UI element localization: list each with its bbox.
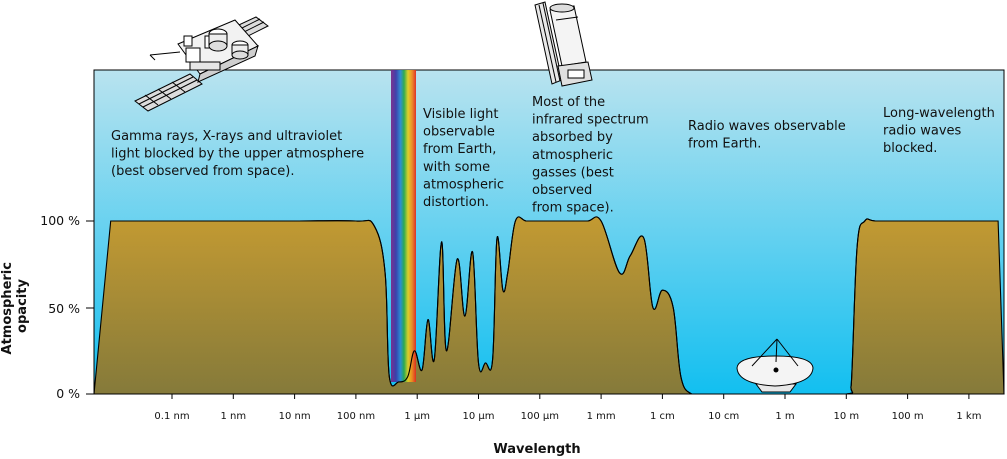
x-tick-label: 10 m	[833, 411, 859, 422]
x-tick-label: 10 nm	[279, 411, 311, 422]
x-tick-label: 1 m	[775, 411, 794, 422]
x-tick-label: 1 µm	[404, 411, 430, 422]
y-axis-title: Atmospheric opacity	[0, 258, 30, 355]
y-tick-0: 0 %	[56, 386, 80, 401]
x-tick-label: 0.1 nm	[154, 411, 189, 422]
x-tick-label: 100 nm	[337, 411, 375, 422]
x-axis-ticks: 0.1 nm 1 nm 10 nm 100 nm 1 µm 10 µm 100 µm 1 mm…	[154, 394, 981, 422]
x-tick-label: 1 mm	[587, 411, 616, 422]
x-tick-label: 100 µm	[521, 411, 559, 422]
x-tick-label: 100 m	[892, 411, 924, 422]
y-tick-100: 100 %	[40, 213, 80, 228]
x-tick-label: 10 cm	[708, 411, 739, 422]
opacity-area	[93, 216, 1005, 395]
x-tick-label: 1 nm	[220, 411, 246, 422]
y-tick-50: 50 %	[48, 301, 80, 316]
satellite-icon	[134, 16, 269, 112]
rainbow-spectrum-icon	[391, 70, 416, 382]
x-axis-title: Wavelength	[493, 442, 580, 457]
x-tick-label: 1 cm	[650, 411, 675, 422]
space-telescope-icon	[534, 1, 593, 87]
radio-dish-icon	[736, 338, 814, 393]
x-tick-label: 10 µm	[462, 411, 494, 422]
x-tick-label: 1 km	[956, 411, 981, 422]
